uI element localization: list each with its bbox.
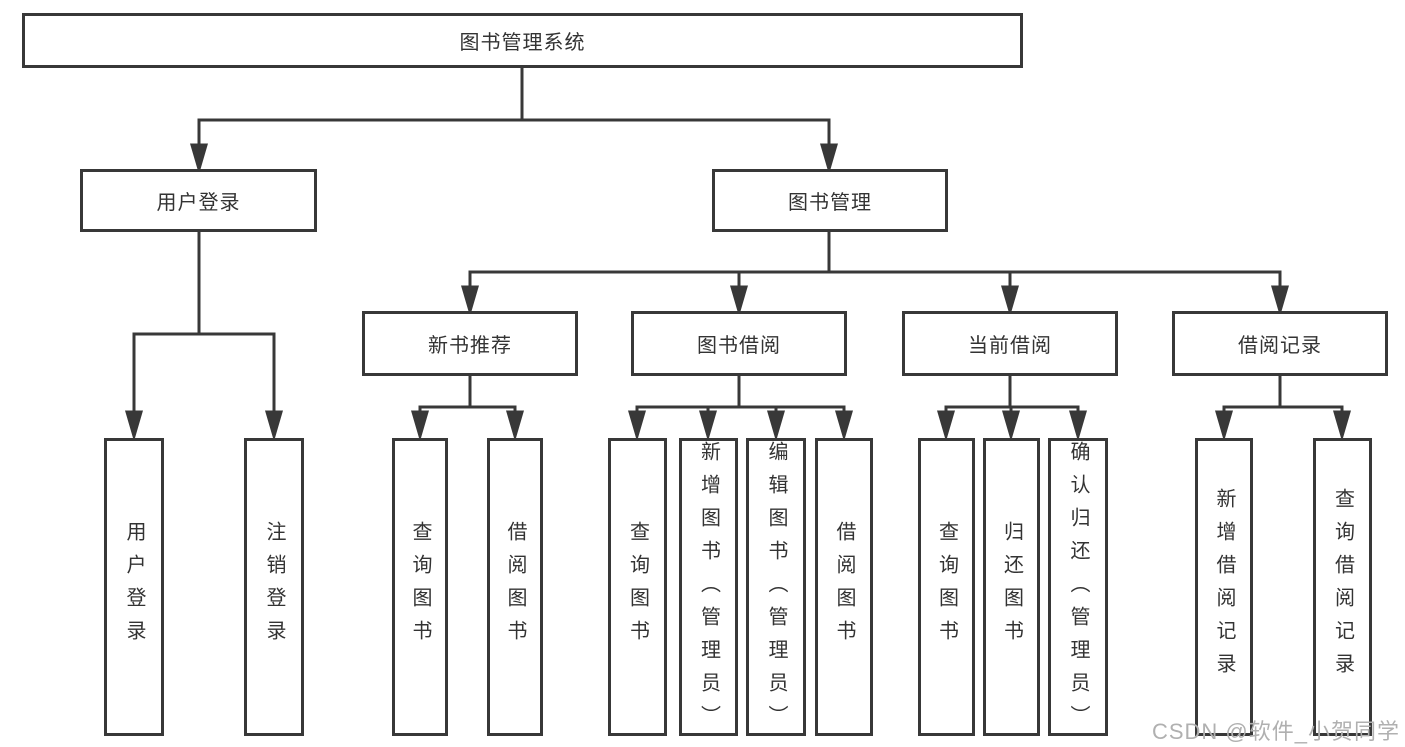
connector-new-book-children <box>411 373 524 442</box>
node-new-book-recommendation: 新书推荐 <box>362 311 578 376</box>
node-label: 新增图书（管理员） <box>697 441 720 738</box>
connector-current-borrowing-children <box>937 373 1087 442</box>
node-book-borrowing: 图书借阅 <box>631 311 847 376</box>
node-label: 归还图书 <box>1000 521 1023 653</box>
node-label: 借阅图书 <box>833 521 855 653</box>
node-query-books-recommend: 查询图书 <box>392 438 448 736</box>
node-borrowing-records: 借阅记录 <box>1172 311 1388 376</box>
node-query-books-current: 查询图书 <box>918 438 975 736</box>
node-borrow-books-recommend: 借阅图书 <box>487 438 543 736</box>
node-confirm-return-admin: 确认归还（管理员） <box>1048 438 1108 738</box>
node-add-borrow-record: 新增借阅记录 <box>1195 438 1253 736</box>
connector-root-to-level2 <box>190 65 838 175</box>
node-logout-leaf: 注销登录 <box>244 438 304 736</box>
node-book-management: 图书管理 <box>712 169 948 232</box>
node-user-login: 用户登录 <box>80 169 317 232</box>
node-query-borrow-record: 查询借阅记录 <box>1313 438 1372 736</box>
node-label: 查询借阅记录 <box>1331 488 1354 686</box>
node-query-books-borrowing: 查询图书 <box>608 438 667 736</box>
node-label: 查询图书 <box>409 521 431 653</box>
node-edit-books-admin: 编辑图书（管理员） <box>746 438 806 738</box>
node-label: 确认归还（管理员） <box>1067 441 1089 738</box>
node-user-login-leaf: 用户登录 <box>104 438 164 736</box>
connector-book-borrowing-children <box>628 373 853 442</box>
node-label: 新增借阅记录 <box>1213 488 1235 686</box>
connector-user-login-children <box>125 230 283 442</box>
node-borrow-books-borrowing: 借阅图书 <box>815 438 873 736</box>
node-label: 查询图书 <box>935 521 958 653</box>
node-library-management-system: 图书管理系统 <box>22 13 1023 68</box>
node-current-borrowing: 当前借阅 <box>902 311 1118 376</box>
watermark: CSDN @软件_小贺同学 <box>1151 719 1400 744</box>
node-add-books-admin: 新增图书（管理员） <box>679 438 738 738</box>
node-label: 查询图书 <box>626 521 649 653</box>
connector-borrowing-records-children <box>1215 373 1351 442</box>
node-label: 借阅图书 <box>504 521 526 653</box>
node-label: 用户登录 <box>123 521 145 653</box>
node-return-books: 归还图书 <box>983 438 1040 736</box>
node-label: 编辑图书（管理员） <box>765 441 787 738</box>
node-label: 注销登录 <box>263 521 285 653</box>
connector-book-management-children <box>461 230 1289 317</box>
